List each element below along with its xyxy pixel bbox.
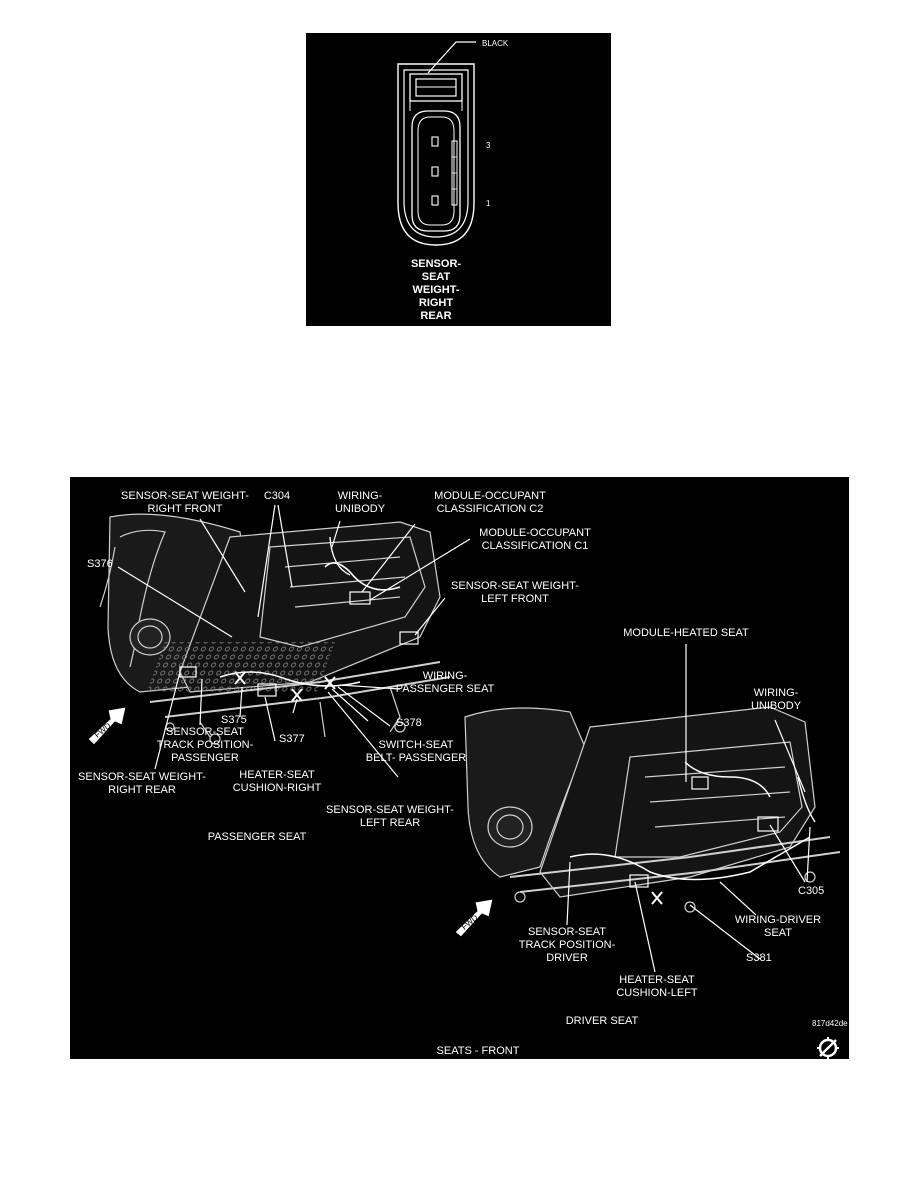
callout-line: LEFT FRONT — [481, 593, 549, 605]
passenger-splice-marks — [234, 671, 336, 702]
callout-line: BELT- PASSENGER — [366, 752, 467, 764]
callout-weight-left-rear: SENSOR-SEAT WEIGHT- LEFT REAR — [326, 804, 454, 829]
driver-seat-title: DRIVER SEAT — [566, 1015, 639, 1027]
connector-color-label: BLACK — [482, 39, 509, 48]
driver-seat-illustration — [464, 706, 841, 913]
connector-cavity-inner — [417, 116, 455, 226]
connector-name: SENSOR- SEAT WEIGHT- RIGHT REAR — [411, 258, 461, 322]
callout-line: SENSOR-SEAT WEIGHT- — [326, 804, 454, 816]
callout-track-position-driver: SENSOR-SEAT TRACK POSITION- DRIVER — [519, 926, 616, 964]
pin-3 — [431, 136, 439, 147]
connector-outer-shell — [397, 63, 475, 246]
connector-name-line: REAR — [420, 310, 451, 322]
callout-wiring-unibody-passenger: WIRING- UNIBODY — [335, 490, 386, 515]
callout-wiring-driver-seat: WIRING-DRIVER SEAT — [735, 914, 821, 939]
callout-heater-cushion-left: HEATER-SEAT CUSHION-LEFT — [616, 974, 698, 999]
callout-line: HEATER-SEAT — [239, 769, 315, 781]
callout-s376: S376 — [87, 558, 113, 570]
callout-line: S376 — [87, 558, 113, 570]
callout-wiring-passenger-seat: WIRING- PASSENGER SEAT — [396, 670, 495, 695]
callout-line: C304 — [264, 490, 290, 502]
passenger-seat-title: PASSENGER SEAT — [208, 831, 307, 843]
figure-id: 817d42de — [812, 1019, 848, 1028]
callout-switch-belt-passenger: SWITCH-SEAT BELT- PASSENGER — [366, 739, 467, 764]
callout-line: C305 — [798, 885, 824, 897]
callout-line: TRACK POSITION- — [157, 739, 254, 751]
callout-line: MODULE-HEATED SEAT — [623, 627, 749, 639]
callout-line: CUSHION-RIGHT — [233, 782, 322, 794]
callout-line: WIRING- — [754, 687, 799, 699]
color-leader-line — [427, 41, 476, 74]
connector-inner-shell — [403, 69, 469, 238]
callout-s381: S381 — [746, 952, 772, 964]
callout-s377: S377 — [279, 733, 305, 745]
callout-wiring-unibody-driver: WIRING- UNIBODY — [751, 687, 802, 712]
callout-line: SEAT — [764, 927, 792, 939]
seats-drawing: FWD FWD — [78, 490, 848, 1059]
callout-s375: S375 — [221, 714, 247, 726]
figure-caption: SEATS - FRONT — [437, 1045, 520, 1057]
callout-line: HEATER-SEAT — [619, 974, 695, 986]
seat-recline-knob — [129, 618, 171, 656]
connector-name-line: SENSOR- — [411, 258, 461, 270]
passenger-leader-lines — [117, 504, 471, 778]
connector-name-line: RIGHT — [419, 297, 454, 309]
seats-diagram-panel: FWD FWD — [70, 477, 849, 1059]
callout-line: WIRING- — [338, 490, 383, 502]
callout-line: TRACK POSITION- — [519, 939, 616, 951]
gear-icon — [817, 1037, 839, 1059]
callout-line: SENSOR-SEAT WEIGHT- — [451, 580, 579, 592]
connector-name-line: SEAT — [422, 271, 451, 283]
driver-splice-marks — [651, 891, 663, 905]
passenger-seat-illustration — [99, 513, 451, 745]
connector-name-line: WEIGHT- — [412, 284, 459, 296]
callout-track-position-passenger: SENSOR-SEAT TRACK POSITION- PASSENGER — [157, 726, 254, 764]
callout-s378: S378 — [396, 717, 422, 729]
callout-occupant-c1: MODULE-OCCUPANT CLASSIFICATION C1 — [479, 527, 591, 552]
callout-weight-right-rear: SENSOR-SEAT WEIGHT- RIGHT REAR — [78, 771, 206, 796]
callout-line: CLASSIFICATION C1 — [482, 540, 589, 552]
pin-number-top: 3 — [486, 141, 491, 150]
callout-line: SENSOR-SEAT WEIGHT- — [78, 771, 206, 783]
pin-number-bottom: 1 — [486, 199, 491, 208]
connector-drawing: BLACK 3 1 SENSOR- SEAT WEIGHT- RIGHT REA… — [397, 39, 509, 322]
connector-cavity — [411, 110, 461, 232]
fwd-arrow-passenger: FWD — [87, 706, 127, 746]
callout-line: SENSOR-SEAT — [528, 926, 606, 938]
callout-line: CUSHION-LEFT — [616, 987, 698, 999]
callout-line: PASSENGER SEAT — [396, 683, 495, 695]
callout-line: S375 — [221, 714, 247, 726]
callout-line: RIGHT REAR — [108, 784, 176, 796]
connector-diagram-panel: BLACK 3 1 SENSOR- SEAT WEIGHT- RIGHT REA… — [306, 33, 611, 326]
callout-c304: C304 — [264, 490, 290, 502]
callout-line: LEFT REAR — [360, 817, 420, 829]
callout-line: PASSENGER — [171, 752, 239, 764]
connector-latch — [409, 73, 463, 102]
callout-line: S377 — [279, 733, 305, 745]
pin-1 — [431, 195, 439, 206]
callout-line: MODULE-OCCUPANT — [479, 527, 591, 539]
callout-line: MODULE-OCCUPANT — [434, 490, 546, 502]
callout-line: S381 — [746, 952, 772, 964]
callout-weight-left-front: SENSOR-SEAT WEIGHT- LEFT FRONT — [451, 580, 579, 605]
fwd-arrow-driver: FWD — [454, 898, 494, 938]
callout-line: SENSOR-SEAT — [166, 726, 244, 738]
callout-heater-cushion-right: HEATER-SEAT CUSHION-RIGHT — [233, 769, 322, 794]
callout-c305: C305 — [798, 885, 824, 897]
callout-occupant-c2: MODULE-OCCUPANT CLASSIFICATION C2 — [434, 490, 546, 515]
callout-line: WIRING- — [423, 670, 468, 682]
callout-line: CLASSIFICATION C2 — [437, 503, 544, 515]
driver-leader-lines — [566, 644, 811, 973]
callout-line: DRIVER — [546, 952, 588, 964]
callout-line: WIRING-DRIVER — [735, 914, 821, 926]
callout-line: SENSOR-SEAT WEIGHT- — [121, 490, 249, 502]
callout-line: UNIBODY — [335, 503, 386, 515]
pin-2 — [431, 166, 439, 177]
callout-module-heated-seat: MODULE-HEATED SEAT — [623, 627, 749, 639]
callout-line: UNIBODY — [751, 700, 802, 712]
callout-weight-right-front: SENSOR-SEAT WEIGHT- RIGHT FRONT — [121, 490, 249, 515]
callout-line: S378 — [396, 717, 422, 729]
callout-line: RIGHT FRONT — [148, 503, 223, 515]
callout-line: SWITCH-SEAT — [379, 739, 454, 751]
